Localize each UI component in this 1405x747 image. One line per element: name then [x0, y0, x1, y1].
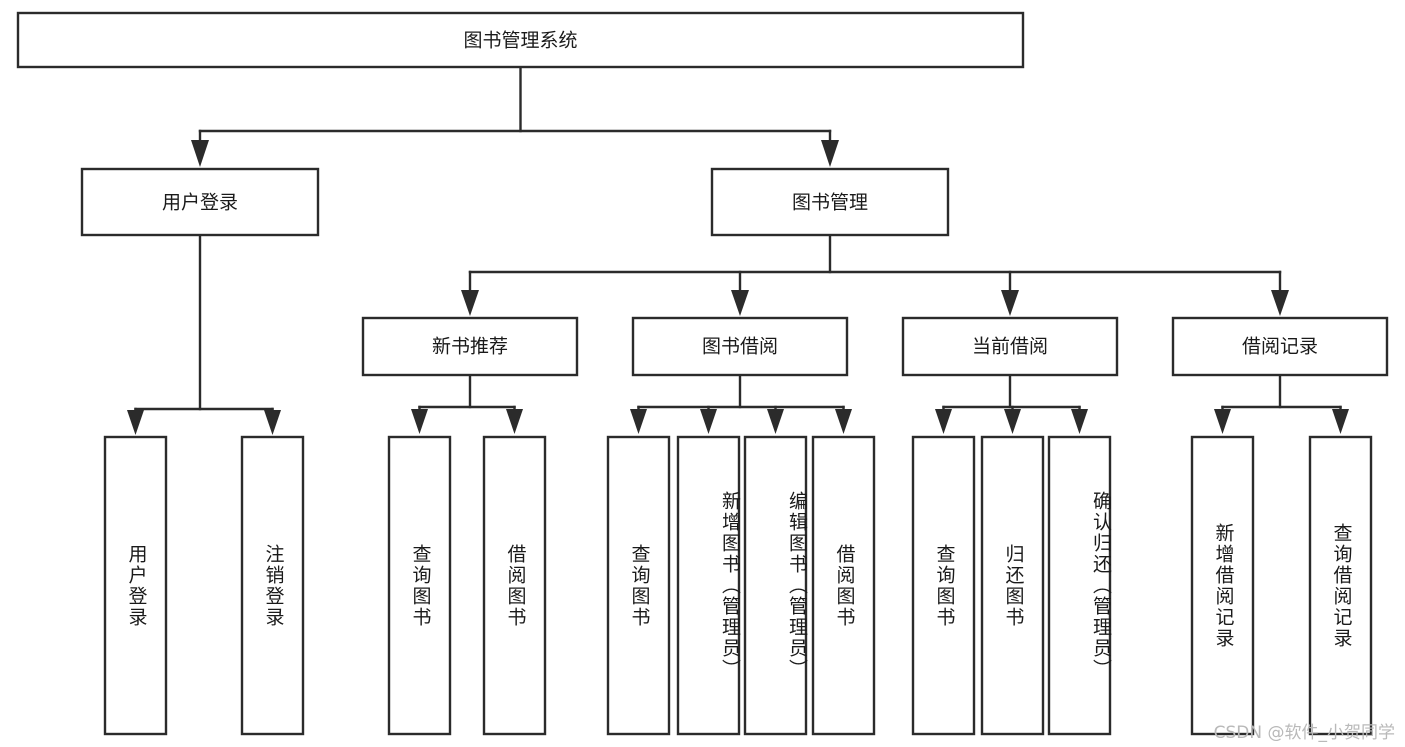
- node-new-book-recommend[interactable]: 新书推荐: [361, 316, 579, 377]
- node-book-borrow-box[interactable]: [631, 316, 849, 377]
- node-root[interactable]: 图书管理系统: [16, 11, 1025, 69]
- node-book-management-box[interactable]: [710, 167, 950, 237]
- arrow-head-icon: [700, 409, 717, 434]
- leaf-box[interactable]: [482, 435, 547, 736]
- node-book-management-label: 图书管理: [792, 192, 868, 214]
- leaf-box[interactable]: [240, 435, 305, 736]
- node-current-borrow-label: 当前借阅: [972, 336, 1048, 358]
- node-new-book-recommend-label: 新书推荐: [432, 336, 508, 358]
- arrow-head-icon: [1004, 409, 1021, 434]
- arrow-head-icon: [127, 410, 144, 435]
- node-user-login-box[interactable]: [80, 167, 320, 237]
- arrow-head-icon: [461, 290, 479, 316]
- arrow-head-icon: [821, 140, 839, 167]
- arrow-head-icon: [835, 409, 852, 434]
- node-root-label: 图书管理系统: [463, 30, 577, 52]
- connector-root-to-level2: [191, 65, 839, 167]
- arrow-head-icon: [1001, 290, 1019, 316]
- leaf-box[interactable]: [811, 435, 876, 736]
- arrow-head-icon: [935, 409, 952, 434]
- node-book-borrow-label: 图书借阅: [702, 336, 778, 358]
- arrow-head-icon: [1214, 409, 1231, 434]
- node-user-login-label: 用户登录: [162, 192, 238, 214]
- leaf-boxes: [103, 435, 1373, 736]
- node-book-borrow[interactable]: 图书借阅: [631, 316, 849, 377]
- leaf-box[interactable]: [1047, 435, 1112, 736]
- leaf-box[interactable]: [1190, 435, 1255, 736]
- leaf-box[interactable]: [606, 435, 671, 736]
- connector-current-to-leaves: [935, 373, 1088, 434]
- connector-borrow-to-leaves: [630, 373, 852, 434]
- arrow-head-icon: [630, 409, 647, 434]
- arrow-head-icon: [506, 409, 523, 434]
- leaf-box[interactable]: [743, 435, 808, 736]
- node-current-borrow[interactable]: 当前借阅: [901, 316, 1119, 377]
- arrow-head-icon: [191, 140, 209, 167]
- connector-bookmgmt-to-level3: [461, 233, 1289, 316]
- node-current-borrow-box[interactable]: [901, 316, 1119, 377]
- node-borrow-records-label: 借阅记录: [1242, 336, 1318, 358]
- node-new-book-recommend-box[interactable]: [361, 316, 579, 377]
- arrow-head-icon: [1271, 290, 1289, 316]
- leaf-box[interactable]: [103, 435, 168, 736]
- leaf-box[interactable]: [387, 435, 452, 736]
- leaf-box[interactable]: [980, 435, 1045, 736]
- connector-userlogin-to-leaves: [127, 233, 281, 435]
- leaf-box[interactable]: [676, 435, 741, 736]
- node-user-login[interactable]: 用户登录: [80, 167, 320, 237]
- node-book-management[interactable]: 图书管理: [710, 167, 950, 237]
- node-root-box[interactable]: [16, 11, 1025, 69]
- arrow-head-icon: [1071, 409, 1088, 434]
- connector-records-to-leaves: [1214, 373, 1349, 434]
- connector-newbook-to-leaves: [411, 373, 523, 434]
- arrow-head-icon: [264, 410, 281, 435]
- node-borrow-records-box[interactable]: [1171, 316, 1389, 377]
- arrow-head-icon: [1332, 409, 1349, 434]
- node-borrow-records[interactable]: 借阅记录: [1171, 316, 1389, 377]
- arrow-head-icon: [731, 290, 749, 316]
- arrow-head-icon: [411, 409, 428, 434]
- leaf-box[interactable]: [1308, 435, 1373, 736]
- arrow-head-icon: [767, 409, 784, 434]
- leaf-box[interactable]: [911, 435, 976, 736]
